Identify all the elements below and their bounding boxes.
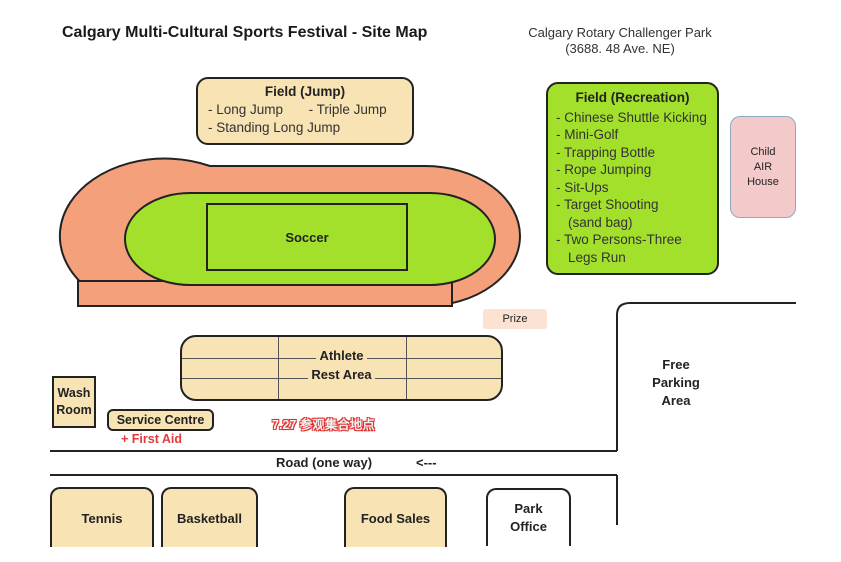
recreation-item: - Rope Jumping [556, 162, 652, 177]
free-parking-line: Parking [652, 375, 700, 390]
child-air-house: Child AIR House [730, 116, 796, 218]
recreation-item: Legs Run [568, 249, 626, 265]
field-jump-item: - Standing Long Jump [208, 120, 341, 135]
basketball-building: Basketball [161, 487, 258, 547]
wash-room: Wash Room [52, 376, 96, 428]
parking-lot-edge [616, 302, 796, 451]
rest-area-divider [278, 337, 279, 399]
field-jump-line-1: - Long Jump - Triple Jump [208, 101, 402, 119]
child-air-house-line: Child [750, 145, 776, 158]
recreation-item: - Chinese Shuttle Kicking [556, 109, 707, 125]
athlete-rest-line: Rest Area [308, 367, 375, 382]
park-name: Calgary Rotary Challenger Park [528, 25, 712, 40]
free-parking-area: Free Parking Area [628, 356, 724, 410]
recreation-item: - Trapping Bottle [556, 144, 656, 160]
prize-area: Prize [483, 309, 547, 329]
child-air-house-line: House [747, 175, 779, 188]
tennis-building: Tennis [50, 487, 154, 547]
field-jump-heading: Field (Jump) [264, 84, 346, 99]
wash-room-line: Room [56, 403, 92, 417]
food-sales-building: Food Sales [344, 487, 447, 547]
field-jump-item: - Triple Jump [308, 102, 387, 117]
free-parking-line: Area [661, 393, 691, 408]
service-centre: Service Centre [107, 409, 214, 431]
athlete-rest-label: Athlete Rest Area [180, 346, 503, 384]
soccer-pitch [206, 203, 408, 271]
field-jump-item: - Long Jump [208, 102, 284, 117]
soccer-field [124, 192, 496, 286]
recreation-item: - Mini-Golf [556, 127, 619, 142]
soccer-label: Soccer [285, 229, 329, 245]
field-recreation-heading: Field (Recreation) [575, 90, 690, 105]
child-air-house-line: AIR [753, 160, 773, 173]
park-office-line: Park [514, 501, 543, 516]
athlete-rest-line: Athlete [316, 348, 367, 363]
road-direction-arrow: <--- [416, 455, 437, 470]
park-office-building: Park Office [486, 488, 571, 546]
recreation-item: - Target Shooting [556, 197, 659, 212]
map-title: Calgary Multi-Cultural Sports Festival -… [62, 24, 428, 41]
first-aid-label: + First Aid [121, 432, 183, 446]
recreation-item: - Sit-Ups [556, 179, 609, 195]
park-address: (3688. 48 Ave. NE) [565, 41, 675, 56]
wash-room-line: Wash [57, 386, 91, 400]
park-office-line: Office [510, 519, 547, 534]
field-jump-area: Field (Jump) - Long Jump - Triple Jump -… [196, 77, 414, 145]
free-parking-line: Free [662, 357, 690, 372]
recreation-item: (sand bag) [568, 214, 633, 230]
field-recreation-area: Field (Recreation) - Chinese Shuttle Kic… [546, 82, 719, 275]
park-info: Calgary Rotary Challenger Park (3688. 48… [505, 25, 735, 57]
rest-area-divider [406, 337, 407, 399]
road-label: Road (one way) [276, 455, 373, 470]
recreation-item: - Two Persons-Three [556, 232, 682, 247]
assembly-point-note: 7.27 参观集合地点 [272, 418, 375, 432]
